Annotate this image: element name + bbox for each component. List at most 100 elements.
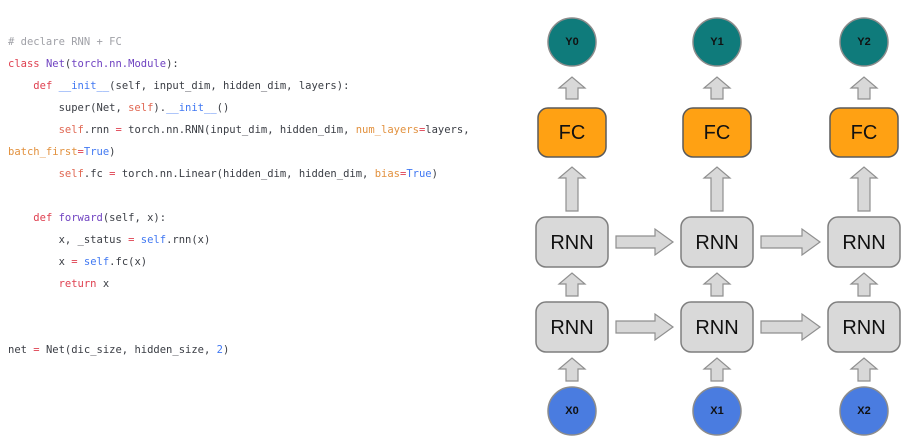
code-token-function_blue: __init__: [58, 80, 110, 92]
rnn-box-label: RNN: [842, 232, 885, 254]
code-token-function_blue: self: [83, 256, 110, 268]
fc-box: [829, 107, 899, 158]
arrow-up-icon: [702, 357, 732, 382]
code-line: self.fc = torch.nn.Linear(hidden_dim, hi…: [8, 163, 460, 185]
code-line: def __init__(self, input_dim, hidden_dim…: [8, 75, 460, 97]
code-token-plain: .fc: [83, 168, 110, 180]
code-token-keyword: return: [58, 278, 97, 290]
arrow-up-icon: [557, 357, 587, 382]
arrow-up-icon: [557, 166, 587, 212]
code-panel: # declare RNN + FC class Net(torch.nn.Mod…: [8, 31, 470, 361]
code-token-kwarg_orange: bias: [374, 168, 400, 180]
rnn-box-label: RNN: [842, 317, 885, 339]
code-token-plain: [8, 278, 59, 290]
code-token-plain: [8, 212, 33, 224]
code-line: [8, 295, 460, 317]
code-token-plain: [8, 80, 33, 92]
code-token-number_blue: True: [406, 168, 432, 180]
code-token-self_coral: self: [58, 124, 84, 136]
code-token-plain: Net(dic_size, hidden_size,: [39, 344, 217, 356]
code-token-kwarg_orange: batch_first: [8, 146, 78, 158]
code-token-plain: layers,: [425, 124, 470, 136]
arrow-up-icon: [849, 76, 879, 100]
fc-box-label: FC: [704, 122, 731, 144]
code-token-plain: ):: [166, 58, 179, 70]
output-node-label: Y1: [710, 36, 723, 48]
code-token-classname: forward: [58, 212, 103, 224]
code-line: super(Net, self).__init__(): [8, 97, 460, 119]
rnn-box-label: RNN: [550, 317, 593, 339]
input-node-label: X2: [857, 405, 870, 417]
rnn-box-label: RNN: [550, 232, 593, 254]
code-token-operator_red: =: [399, 168, 407, 180]
arrow-up-icon: [702, 76, 732, 100]
code-token-plain: x: [96, 278, 110, 290]
code-line: class Net(torch.nn.Module):: [8, 53, 460, 75]
code-token-operator_red: =: [71, 256, 78, 268]
code-line: x = self.fc(x): [8, 251, 460, 273]
code-token-operator_red: =: [109, 168, 116, 180]
code-token-operator_red: =: [33, 344, 40, 356]
code-line: batch_first=True): [8, 141, 460, 163]
output-node-label: Y2: [857, 36, 870, 48]
code-token-plain: .rnn(x): [166, 234, 211, 246]
code-token-self_coral: self: [58, 168, 84, 180]
input-node: [692, 386, 742, 436]
code-token-plain: ): [109, 146, 116, 158]
code-token-keyword: def: [33, 212, 59, 224]
input-node: [547, 386, 597, 436]
code-line: [8, 185, 460, 207]
code-token-number_blue: True: [83, 146, 110, 158]
output-node: [839, 17, 889, 67]
output-node: [692, 17, 742, 67]
rnn-box-top: [680, 216, 754, 268]
output-node: [547, 17, 597, 67]
output-node-label: Y0: [565, 36, 578, 48]
rnn-box-bottom: [535, 301, 609, 353]
code-token-plain: torch.nn.Linear(hidden_dim, hidden_dim,: [115, 168, 375, 180]
code-token-plain: super(Net,: [8, 102, 129, 114]
arrow-right-icon: [615, 312, 675, 342]
fc-box: [682, 107, 752, 158]
arrow-up-icon: [849, 166, 879, 212]
code-token-plain: x, _status: [8, 234, 129, 246]
arrow-up-icon: [557, 76, 587, 100]
code-token-comment: # declare RNN + FC: [8, 36, 122, 48]
code-token-plain: net: [8, 344, 34, 356]
code-line: self.rnn = torch.nn.RNN(input_dim, hidde…: [8, 119, 470, 141]
arrow-up-icon: [849, 357, 879, 382]
arrow-right-icon: [615, 227, 675, 257]
fc-box-label: FC: [851, 122, 878, 144]
code-token-plain: (self, x):: [102, 212, 167, 224]
code-token-plain: x: [8, 256, 72, 268]
code-token-plain: ).: [153, 102, 167, 114]
code-token-function_blue: self: [140, 234, 167, 246]
input-node-label: X1: [710, 405, 723, 417]
code-token-kwarg_orange: num_layers: [355, 124, 419, 136]
code-token-keyword: def: [33, 80, 59, 92]
code-token-plain: (self, input_dim, hidden_dim, layers):: [109, 80, 350, 92]
code-token-plain: ): [431, 168, 438, 180]
code-token-number_blue: 2: [216, 344, 223, 356]
code-token-classname: torch.nn.Module: [71, 58, 167, 70]
rnn-box-label: RNN: [695, 232, 738, 254]
code-token-plain: (): [216, 102, 230, 114]
arrow-up-icon: [849, 272, 879, 297]
rnn-box-bottom: [680, 301, 754, 353]
code-token-operator_red: =: [418, 124, 426, 136]
code-token-operator_red: =: [115, 124, 122, 136]
code-token-operator_red: =: [128, 234, 135, 246]
code-token-keyword: class: [8, 58, 46, 70]
arrow-up-icon: [557, 272, 587, 297]
code-token-self_coral: self: [128, 102, 154, 114]
code-token-plain: [8, 124, 59, 136]
arrow-up-icon: [702, 166, 732, 212]
fc-box: [537, 107, 607, 158]
code-token-function_blue: __init__: [166, 102, 217, 114]
rnn-box-top: [535, 216, 609, 268]
code-line: x, _status = self.rnn(x): [8, 229, 460, 251]
rnn-box-label: RNN: [695, 317, 738, 339]
code-token-plain: [8, 168, 59, 180]
code-token-plain: .fc(x): [109, 256, 148, 268]
